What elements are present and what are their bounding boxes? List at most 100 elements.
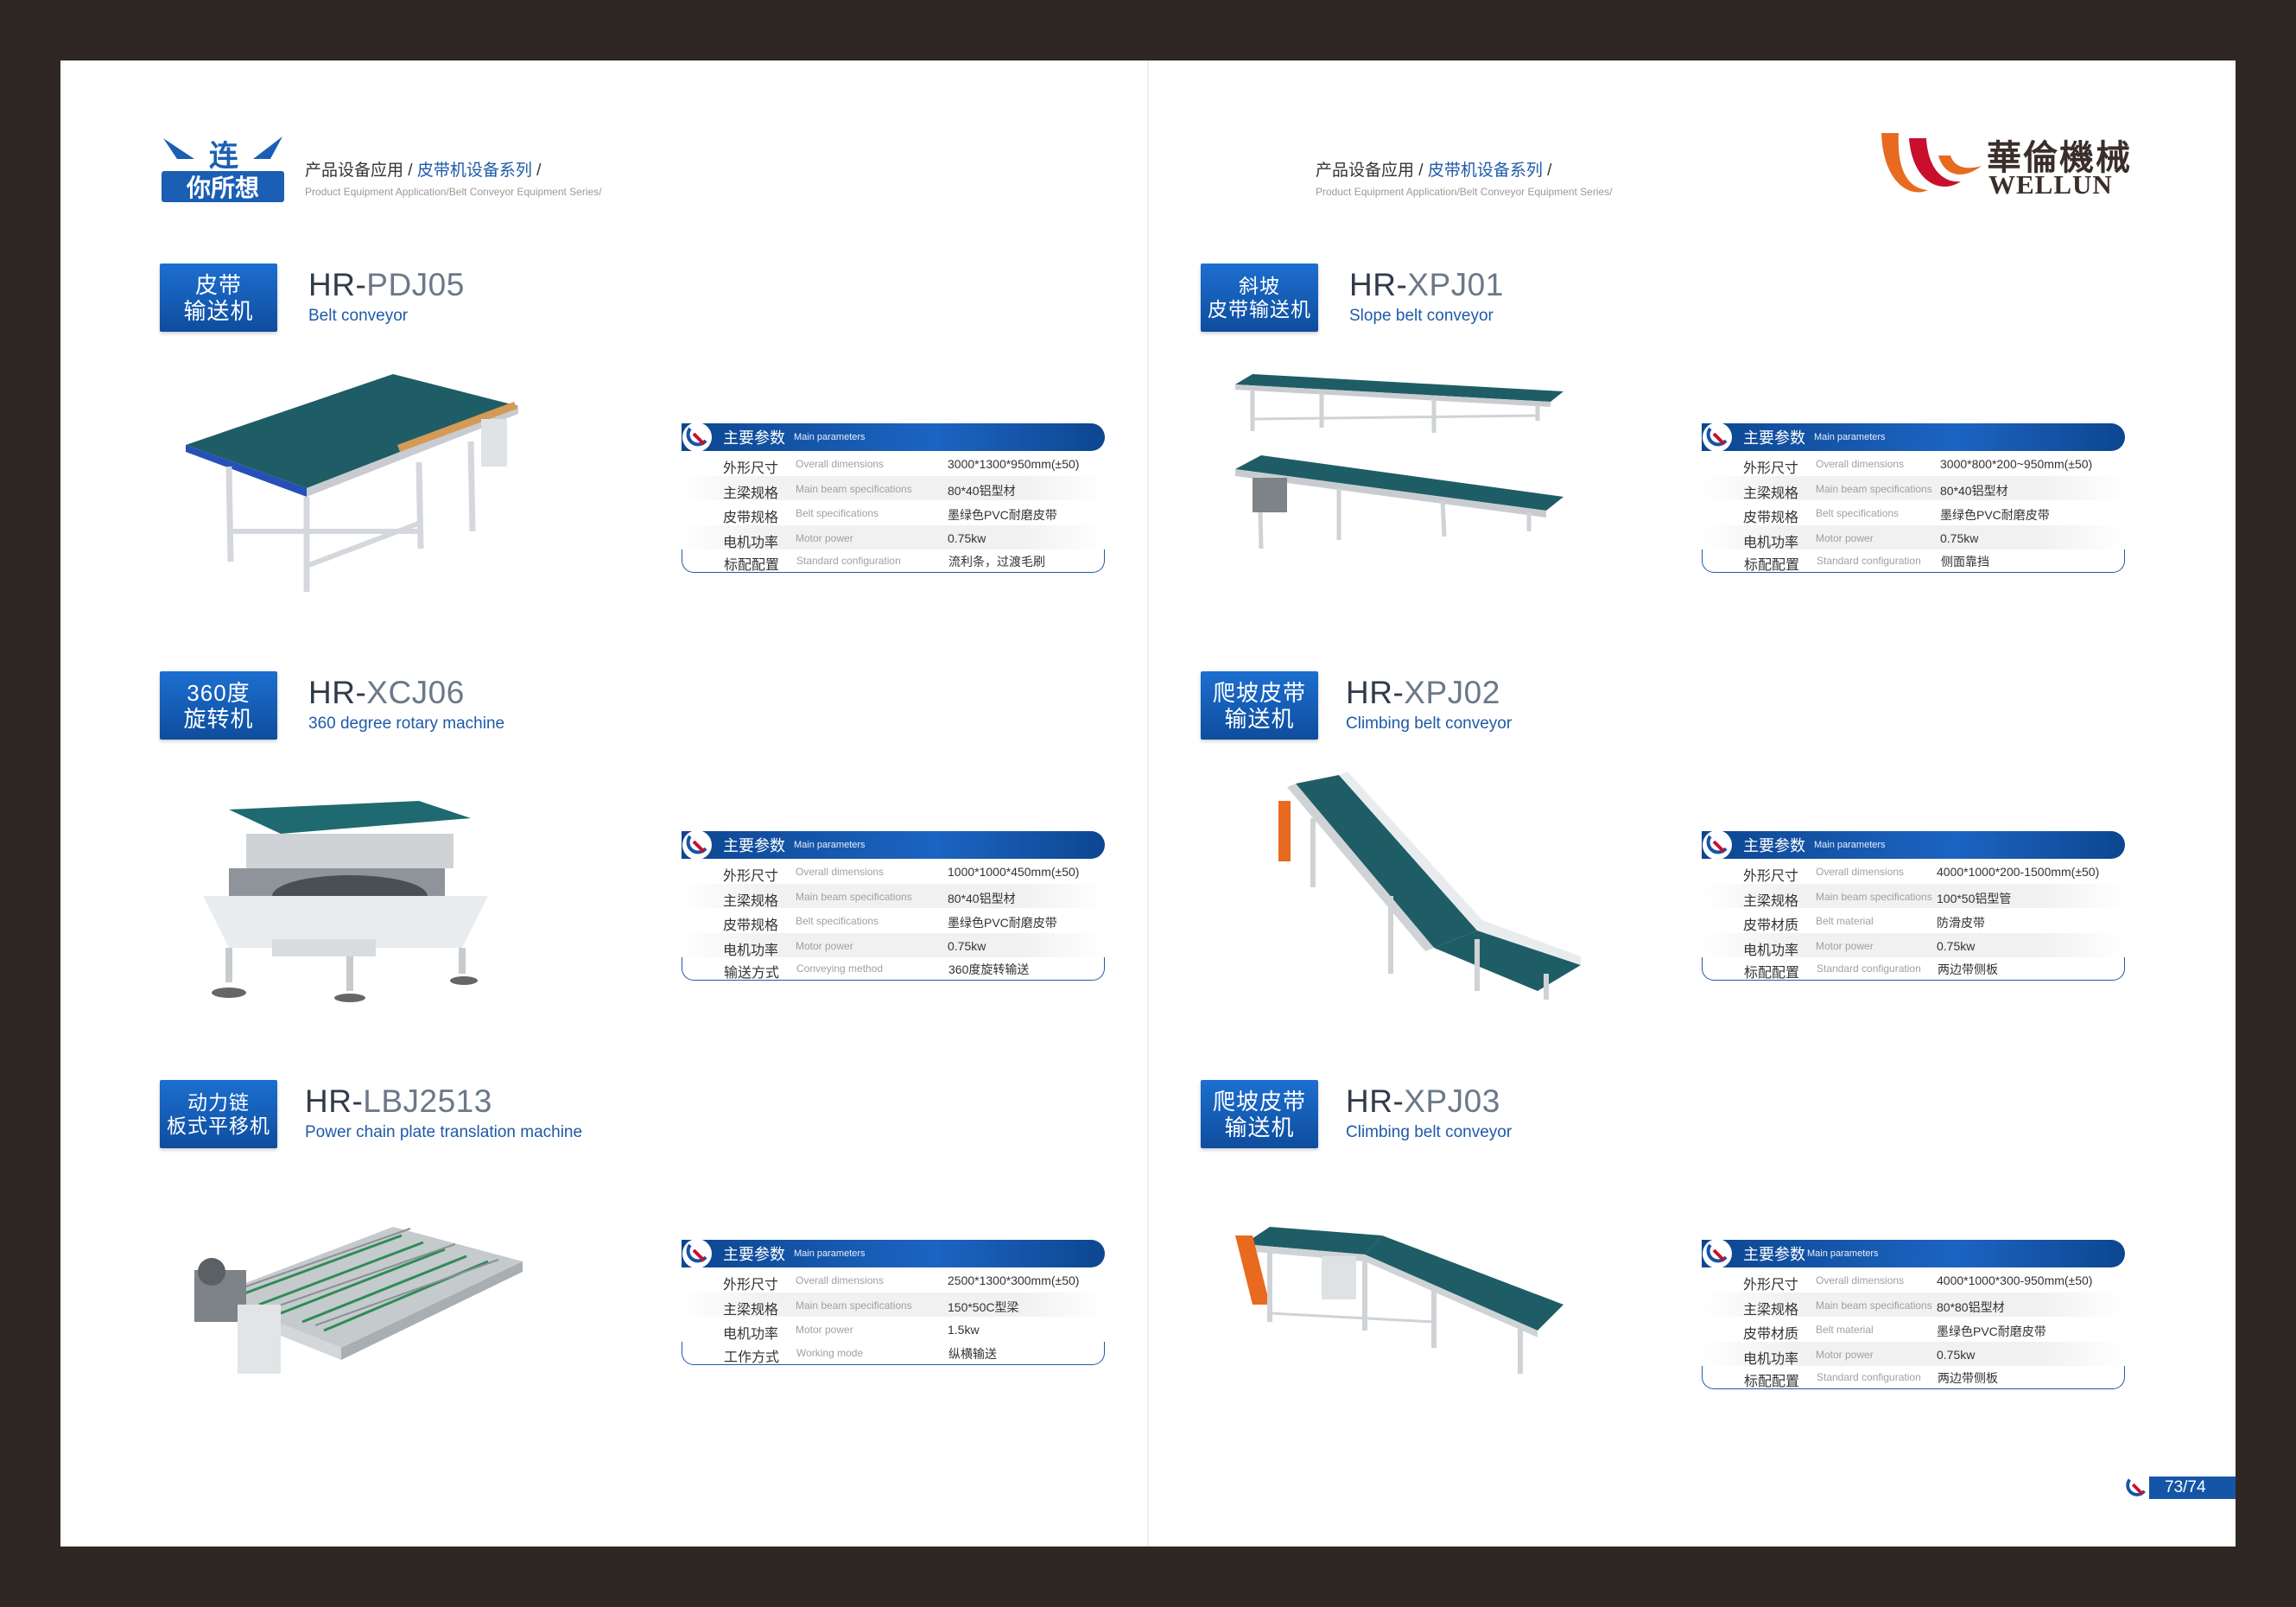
breadcrumb-left: 产品设备应用 / 皮带机设备系列 / Product Equipment App… (305, 157, 602, 198)
slope-conveyor-image (1235, 374, 1563, 549)
left-page: 连 你所想 产品设备应用 / 皮带机设备系列 / Product Equipme… (60, 60, 1147, 1547)
chain-plate-machine-image (194, 1227, 523, 1374)
lian-logo-icon: 连 你所想 (162, 137, 284, 202)
hr-brand-icon (1703, 1239, 1732, 1268)
catalog-spread: 连 你所想 产品设备应用 / 皮带机设备系列 / Product Equipme… (60, 60, 2236, 1547)
model-number: HR-PDJ05 (308, 267, 465, 302)
page-number-label: 73/74 (2149, 1477, 2236, 1499)
page-number: 73/74 (2115, 1473, 2236, 1502)
rotary-machine-image (203, 801, 488, 1002)
product-badge: 爬坡皮带输送机 (1201, 671, 1318, 740)
model-number: HR-LBJ2513 (305, 1083, 492, 1119)
hr-brand-icon (1703, 830, 1732, 860)
crumb-series: 皮带机设备系列 (416, 162, 532, 180)
product-badge: 斜坡皮带输送机 (1201, 264, 1318, 332)
product-hr-xpj02: 爬坡皮带输送机 HR-XPJ02 Climbing belt conveyor … (1201, 671, 2177, 1051)
hr-brand-icon (2122, 1473, 2151, 1502)
logo-bottom-text: 你所想 (186, 174, 259, 202)
hr-brand-icon (1703, 422, 1732, 452)
product-hr-xpj01: 斜坡皮带输送机 HR-XPJ01 Slope belt conveyor 主要参… (1201, 264, 2177, 644)
crumb-tail: / (1542, 162, 1552, 180)
hr-brand-icon (682, 830, 712, 860)
hr-brand-icon (682, 1239, 712, 1268)
right-page: 产品设备应用 / 皮带机设备系列 / Product Equipment App… (1149, 60, 2236, 1547)
lian-logo: 连 你所想 (160, 130, 286, 204)
product-hr-xcj06: 360度旋转机 HR-XCJ06 360 degree rotary machi… (160, 671, 1136, 1051)
hr-brand-icon (682, 422, 712, 452)
product-subtitle: Climbing belt conveyor (1346, 1123, 1513, 1141)
crumb-series: 皮带机设备系列 (1427, 162, 1543, 180)
crumb-root: 产品设备应用 / (1316, 162, 1428, 180)
product-badge: 动力链板式平移机 (160, 1080, 277, 1148)
product-badge: 皮带输送机 (160, 264, 277, 332)
product-badge: 爬坡皮带输送机 (1201, 1080, 1318, 1148)
product-subtitle: Climbing belt conveyor (1346, 715, 1513, 733)
brand-name-en: WELLUN (1988, 169, 2113, 200)
brand-name-cn: 華倫機械 (1987, 137, 2132, 178)
product-badge: 360度旋转机 (160, 671, 277, 740)
breadcrumb-right: 产品设备应用 / 皮带机设备系列 / Product Equipment App… (1316, 157, 1613, 198)
wellun-logo: 華倫機械 WELLUN (1874, 121, 2160, 207)
logo-top-text: 连 (209, 139, 239, 174)
crumb-tail: / (531, 162, 542, 180)
crumb-root: 产品设备应用 / (305, 162, 417, 180)
model-number: HR-XPJ03 (1346, 1083, 1500, 1119)
model-number: HR-XCJ06 (308, 675, 465, 710)
product-hr-lbj2513: 动力链板式平移机 HR-LBJ2513 Power chain plate tr… (160, 1080, 1136, 1460)
product-subtitle: Belt conveyor (308, 307, 409, 325)
product-subtitle: Power chain plate translation machine (305, 1123, 583, 1141)
product-subtitle: 360 degree rotary machine (308, 715, 505, 733)
model-number: HR-XPJ02 (1346, 675, 1500, 710)
crumb-english: Product Equipment Application/Belt Conve… (305, 186, 602, 198)
climbing-conveyor-image (1278, 772, 1581, 1000)
page-fold (1147, 60, 1149, 1547)
climbing-conveyor-image (1235, 1227, 1563, 1374)
crumb-english: Product Equipment Application/Belt Conve… (1316, 186, 1613, 198)
wellun-mark-icon (1881, 133, 1982, 193)
product-subtitle: Slope belt conveyor (1349, 307, 1494, 325)
belt-conveyor-image (186, 374, 518, 592)
product-hr-xpj03: 爬坡皮带输送机 HR-XPJ03 Climbing belt conveyor … (1201, 1080, 2177, 1460)
